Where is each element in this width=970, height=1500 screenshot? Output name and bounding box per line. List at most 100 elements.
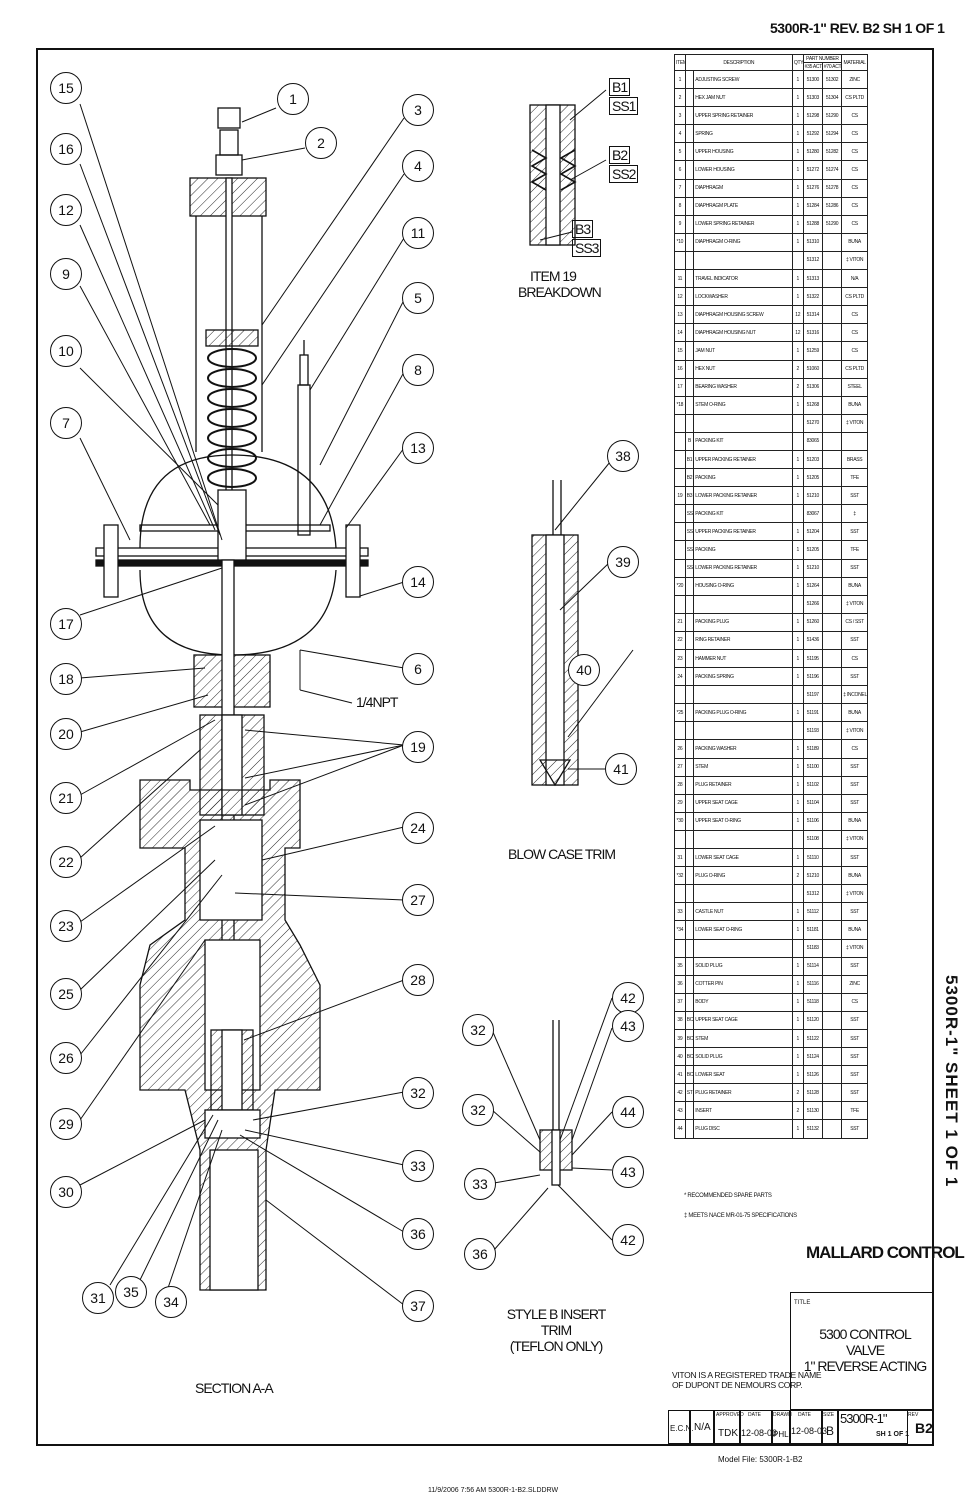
bom-sub (684, 703, 695, 723)
bom-qty: 12 (791, 305, 804, 325)
bom-item (674, 685, 686, 705)
bom-pn-a: 83067 (802, 504, 823, 524)
bom-header-pn-b: #70 ACT (821, 62, 843, 71)
bom-pn-b (821, 413, 843, 433)
bom-desc: LOWER SPRING RETAINER (693, 214, 793, 234)
bom-header-qty: QTY (791, 54, 804, 71)
bom-item: 41 (674, 1065, 686, 1085)
bom-qty: 1 (791, 667, 804, 687)
bom-material: CS / SST (841, 612, 868, 632)
balloon: 3 (402, 94, 434, 126)
bom-desc: COTTER PIN (693, 974, 793, 994)
bom-pn-a: 51292 (802, 124, 823, 144)
ecn-label: E.C.N. (670, 1424, 694, 1433)
bom-pn-a: 51264 (802, 576, 823, 596)
bom-desc: PLUG RETAINER (693, 775, 793, 795)
bom-pn-b (821, 884, 843, 904)
bom-desc (693, 938, 793, 958)
bom-sub (684, 250, 695, 271)
balloon: 24 (402, 812, 434, 844)
bom-item: 29 (674, 793, 686, 813)
bom-material: SST (841, 558, 868, 578)
bom-item: 3 (674, 106, 686, 126)
bom-desc: PACKING PLUG (693, 612, 793, 632)
bom-material: ‡ VITON (841, 594, 868, 614)
bom-sub: BC (684, 1010, 695, 1030)
bom-material: ‡ VITON (841, 413, 868, 433)
bom-pn-a: 83065 (802, 431, 823, 451)
bom-desc: STEM (693, 1028, 793, 1049)
bom-pn-b (821, 866, 843, 886)
balloon: 11 (402, 217, 434, 249)
bom-sub (684, 413, 695, 433)
bom-material: TFE (841, 468, 868, 488)
bom-desc: BODY (693, 992, 793, 1012)
bom-material (841, 431, 868, 451)
bom-qty: 1 (791, 196, 804, 216)
bom-item: 6 (674, 160, 686, 180)
bom-sub (684, 938, 695, 958)
bom-pn-b (821, 703, 843, 723)
bom-row: 51183‡ VITON (674, 938, 868, 958)
bom-pn-a: 51196 (802, 667, 823, 687)
bom-sub: ST (684, 1083, 695, 1103)
drawing-number: 5300R-1" (840, 1411, 887, 1426)
bom-qty: 1 (791, 468, 804, 488)
drawn-value: PHL (773, 1430, 789, 1439)
bom-qty: 12 (791, 323, 804, 343)
bom-item (674, 504, 686, 524)
balloon: 25 (50, 978, 82, 1010)
bom-item: 17 (674, 377, 686, 397)
bom-pn-b (821, 540, 843, 560)
bom-qty: 1 (791, 269, 804, 289)
balloon: 32 (462, 1094, 494, 1126)
bom-pn-a: 51104 (802, 793, 823, 813)
balloon: 4 (402, 150, 434, 182)
bom-item (674, 594, 686, 614)
bom-pn-a: 51310 (802, 232, 823, 252)
bom-qty: 1 (791, 395, 804, 415)
bom-item: 22 (674, 630, 686, 651)
balloon: 18 (50, 663, 82, 695)
balloon: 1 (277, 83, 309, 115)
bom-desc: RING RETAINER (693, 630, 793, 651)
bom-desc: HEX JAM NUT (693, 88, 793, 108)
bom-desc: TRAVEL INDICATOR (693, 269, 793, 289)
bom-item: 19 (674, 486, 686, 506)
balloon: 28 (402, 964, 434, 996)
bom-qty: 2 (791, 359, 804, 379)
bom-desc: HAMMER NUT (693, 648, 793, 669)
bom-pn-a: 51303 (802, 88, 823, 108)
bom-pn-b (821, 232, 843, 252)
bom-row: 51193‡ VITON (674, 721, 868, 741)
style-b-caption: STYLE B INSERT TRIM (TEFLON ONLY) (506, 1306, 607, 1354)
bom-material: SST (841, 848, 868, 868)
bom-qty: 1 (791, 287, 804, 307)
rev-label: REV (908, 1412, 919, 1418)
bom-qty: 1 (791, 69, 804, 90)
breakdown-label: B2 (609, 146, 631, 164)
bom-sub: BC (684, 1065, 695, 1085)
bom-qty (791, 721, 804, 741)
bom-pn-b (821, 1028, 843, 1049)
bom-qty (791, 413, 804, 433)
bom-qty: 1 (791, 920, 804, 940)
breakdown-label: B1 (609, 78, 631, 96)
bom-qty: 1 (791, 1047, 804, 1067)
bom-material: ‡ INCONEL (841, 685, 868, 705)
bom-pn-a: 51114 (802, 956, 823, 976)
bom-row: 51108‡ VITON (674, 829, 868, 850)
bom-pn-a: 51306 (802, 377, 823, 397)
bom-pn-b: 51274 (821, 160, 843, 180)
bom-desc: UPPER PACKING RETAINER (693, 449, 793, 470)
bom-header-pn: PART NUMBER (802, 54, 843, 63)
balloon: 38 (607, 440, 639, 472)
bom-desc (693, 829, 793, 850)
bom-desc: SOLID PLUG (693, 1047, 793, 1067)
